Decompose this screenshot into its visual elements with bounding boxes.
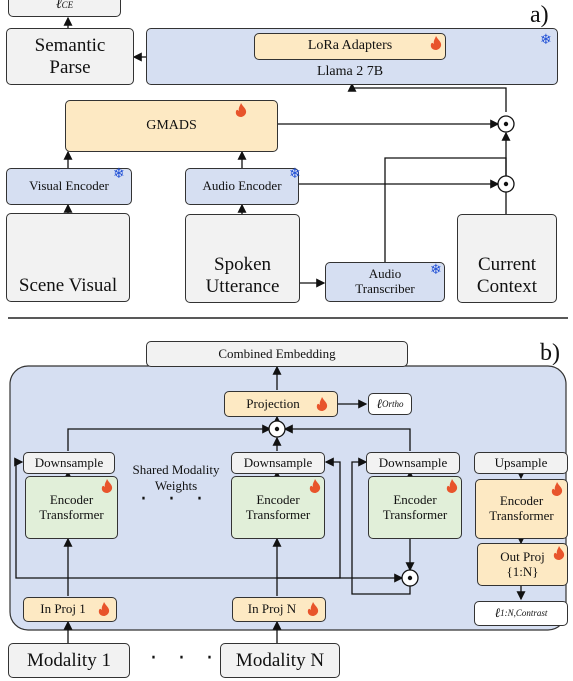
ellipsis-dots: · · ·	[140, 487, 203, 512]
loss-subscript: CE	[61, 0, 74, 11]
transcriber-line2: Transcriber	[355, 281, 415, 296]
flame-icon	[101, 479, 113, 493]
llama-label: Llama 2 7B	[316, 64, 384, 79]
snowflake-icon: ❄	[540, 32, 552, 48]
visual-encoder-box: Visual Encoder	[6, 168, 132, 205]
encoder-transformer-decoder: Encoder Transformer	[475, 479, 568, 539]
in-proj-1-label: In Proj 1	[40, 601, 86, 617]
flame-icon	[235, 103, 247, 117]
audio-transcriber-box: Audio Transcriber	[325, 262, 445, 302]
spoken-line2: Utterance	[205, 276, 280, 298]
gmads-label: GMADS	[146, 117, 197, 133]
downsample-box: Downsample	[366, 452, 460, 474]
encoder-line1: Encoder	[256, 491, 300, 507]
loss-subscript: 1:N,Contrast	[500, 608, 548, 619]
modality-n-label: Modality N	[235, 649, 325, 671]
modality-n-box: Modality N	[220, 643, 340, 678]
ellipsis-dots: · · ·	[150, 646, 213, 671]
flame-icon	[98, 602, 110, 616]
shared-weights-line1: Shared Modality	[132, 462, 220, 477]
modality-1-box: Modality 1	[8, 643, 130, 678]
flame-icon	[309, 479, 321, 493]
spoken-utterance-box: Spoken Utterance	[185, 214, 300, 303]
in-proj-n-label: In Proj N	[247, 601, 297, 617]
out-proj-line2: {1:N}	[506, 563, 539, 579]
flame-icon	[446, 479, 458, 493]
out-proj-box: Out Proj {1:N}	[477, 543, 568, 586]
lora-adapters-box: LoRa Adapters	[254, 33, 446, 60]
semantic-parse-line2: Parse	[49, 56, 91, 78]
loss-symbol: ℓ	[376, 395, 382, 411]
semantic-parse-box: Semantic Parse	[6, 28, 134, 85]
encoder-line1: Encoder	[393, 491, 437, 507]
shared-weights-line2: Weights	[154, 477, 198, 493]
lora-label: LoRa Adapters	[307, 38, 393, 54]
shared-weights-label: Shared Modality Weights	[122, 462, 230, 493]
combined-embedding-box: Combined Embedding	[146, 341, 408, 367]
panel-a-label: a)	[530, 2, 549, 28]
loss-symbol: ℓ	[55, 0, 62, 13]
panel-b-label: b)	[540, 340, 560, 366]
context-line2: Context	[476, 276, 538, 298]
upsample-label: Upsample	[494, 454, 548, 470]
out-proj-line1: Out Proj	[500, 548, 545, 564]
downsample-label: Downsample	[243, 454, 313, 470]
encoder-transformer-n: Encoder Transformer	[231, 476, 325, 539]
projection-label: Projection	[246, 395, 300, 411]
downsample-label: Downsample	[378, 454, 448, 470]
flame-icon	[307, 602, 319, 616]
current-context-box: Current Context	[457, 214, 557, 303]
modality-1-label: Modality 1	[27, 649, 111, 671]
flame-icon	[551, 482, 563, 496]
downsample-box: Downsample	[23, 452, 115, 474]
snowflake-icon: ❄	[113, 166, 125, 182]
scene-visual-box: Scene Visual	[6, 213, 130, 302]
flame-icon	[553, 546, 565, 560]
downsample-box: Downsample	[231, 452, 325, 474]
encoder-line2: Transformer	[489, 508, 554, 523]
visual-encoder-label: Visual Encoder	[29, 178, 109, 194]
transcriber-line1: Audio	[368, 266, 402, 282]
loss-subscript: Ortho	[381, 398, 404, 409]
encoder-line1: Encoder	[49, 491, 94, 507]
downsample-label: Downsample	[34, 454, 104, 470]
encoder-line2: Transformer	[245, 506, 311, 522]
encoder-line2: Transformer	[39, 506, 104, 522]
audio-encoder-box: Audio Encoder	[185, 168, 299, 205]
projection-box: Projection	[224, 391, 338, 417]
context-line1: Current	[477, 254, 537, 276]
loss-symbol: ℓ	[494, 605, 501, 621]
snowflake-icon: ❄	[289, 166, 301, 182]
semantic-parse-line1: Semantic	[34, 34, 106, 56]
snowflake-icon: ❄	[430, 262, 442, 278]
upsample-box: Upsample	[474, 452, 568, 474]
spoken-line1: Spoken	[214, 254, 271, 276]
audio-encoder-label: Audio Encoder	[202, 178, 282, 194]
combined-embedding-label: Combined Embedding	[218, 345, 336, 361]
in-proj-n-box: In Proj N	[232, 597, 326, 622]
encoder-transformer-shared: Encoder Transformer	[368, 476, 462, 539]
flame-icon	[430, 36, 442, 50]
flame-icon	[316, 397, 328, 411]
encoder-line1: Encoder	[499, 493, 544, 509]
encoder-line2: Transformer	[382, 506, 448, 522]
scene-visual-label: Scene Visual	[18, 275, 118, 297]
